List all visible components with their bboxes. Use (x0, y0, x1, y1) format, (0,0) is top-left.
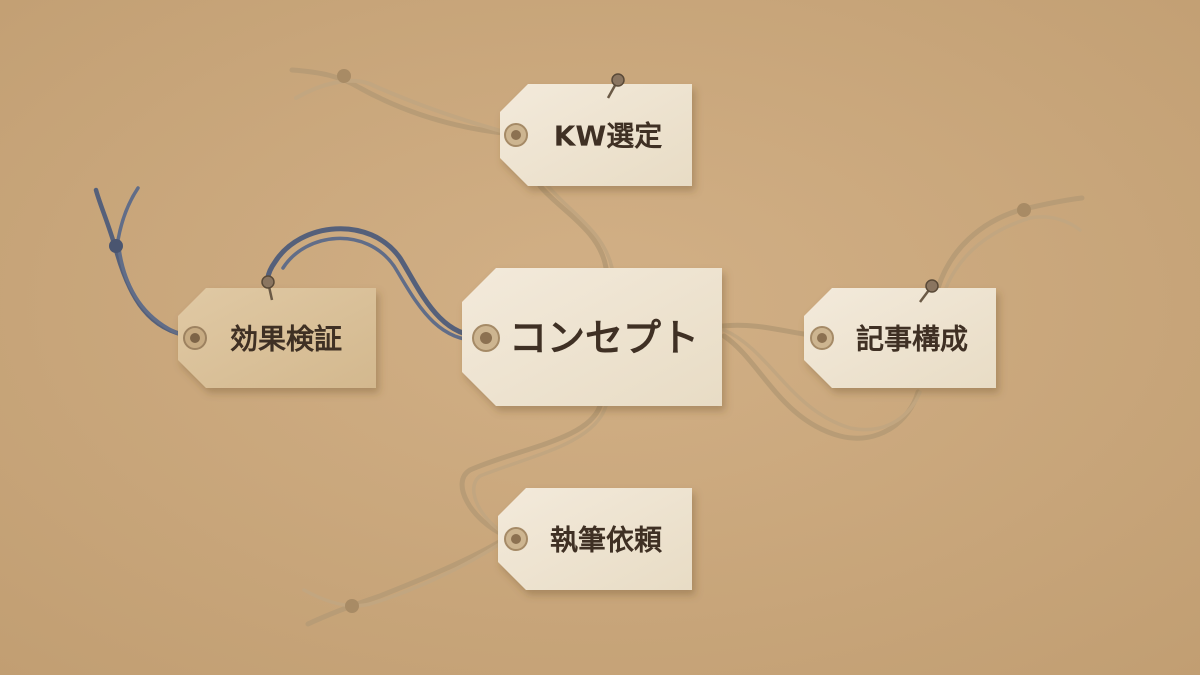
tag-bottom (498, 488, 692, 590)
pin-icon (261, 275, 275, 301)
right-string-knot (1017, 203, 1031, 217)
bottom-string-knot (345, 599, 359, 613)
right-tag-loose-string (935, 195, 1085, 291)
top-tag-loose-string-2 (294, 78, 514, 136)
blue-string-2 (281, 236, 488, 343)
bottom-tag-loose-string-2 (302, 538, 508, 608)
bottom-tag-loose-string (305, 535, 509, 627)
tag-right-label: 記事構成 (856, 323, 968, 356)
top-string-knot (337, 69, 351, 83)
tag-center-label: コンセプト (509, 316, 699, 360)
tag-bottom-label: 執筆依頼 (550, 524, 663, 557)
tag-top (500, 84, 692, 186)
strings (93, 67, 1085, 627)
top-to-center-string-2 (546, 184, 614, 270)
tag-center (462, 268, 722, 406)
top-tag-loose-string (289, 67, 515, 137)
center-to-bottom-string-2 (472, 404, 608, 540)
pin-icon (606, 73, 625, 99)
tag-left (178, 288, 376, 388)
tag-left-label: 効果検証 (230, 323, 342, 356)
center-to-bottom-string (459, 403, 603, 539)
pin-icon (919, 279, 939, 303)
right-tag-loose-string-2 (944, 215, 1082, 290)
tag-right (804, 288, 996, 388)
top-to-center-string (537, 183, 609, 271)
knots (109, 69, 1031, 613)
center-right-loop-2 (722, 328, 922, 432)
blue-string-knot (109, 239, 123, 253)
tag-top-label: KW選定 (554, 120, 663, 153)
